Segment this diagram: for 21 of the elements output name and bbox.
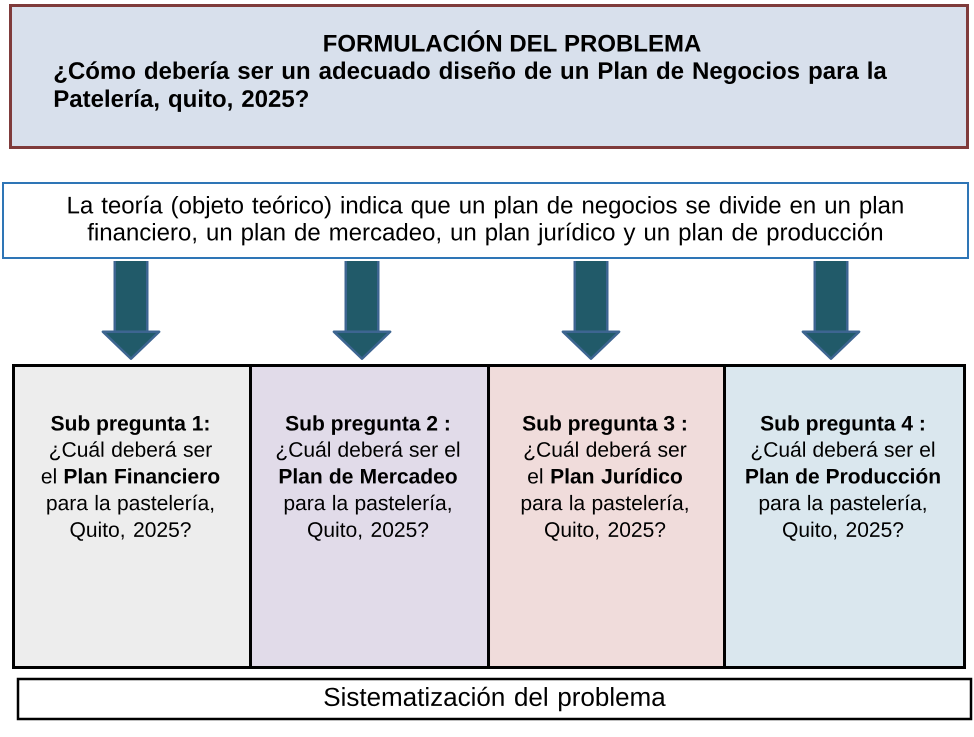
arrow — [802, 261, 860, 360]
arrow — [332, 261, 392, 360]
heading: Sub pregunta 4 : — [760, 415, 924, 435]
question-text: ¿Cuál deberá ser el Plan Financiero para la pastelería, Quito, 2025? — [42, 441, 220, 541]
question-text: ¿Cómo debería ser un adecuado diseño de un Plan de Negocios para la Patelería, quito, 2025? — [54, 61, 887, 112]
question-text: ¿Cuál deberá ser el Plan Jurídico para la pastelería, Quito, 2025? — [522, 441, 688, 541]
question-box — [249, 364, 490, 669]
question-box — [487, 364, 726, 669]
arrow — [562, 261, 620, 360]
heading: Sub pregunta 2 : — [286, 415, 449, 435]
question-box — [12, 364, 252, 669]
question-text: ¿Cuál deberá ser el Plan de Producción para la pastelería, Quito, 2025? — [746, 441, 940, 541]
title: FORMULACIÓN DEL PROBLEMA — [324, 30, 701, 52]
header-box — [9, 4, 969, 149]
text-box: La teoría (objeto teórico) indica que un plan de negocios se divide en un plan financiero, un plan de mercadeo, un plan jurídico y un plan de producción — [2, 182, 969, 259]
question-box — [723, 364, 966, 669]
arrow — [102, 261, 160, 360]
heading: Sub pregunta 3 : — [522, 415, 686, 435]
question-text: ¿Cuál deberá ser el Plan de Mercadeo para la pastelería, Quito, 2025? — [276, 441, 460, 541]
heading: Sub pregunta 1: — [51, 415, 208, 435]
label-box: Sistematización del problema — [16, 678, 972, 720]
